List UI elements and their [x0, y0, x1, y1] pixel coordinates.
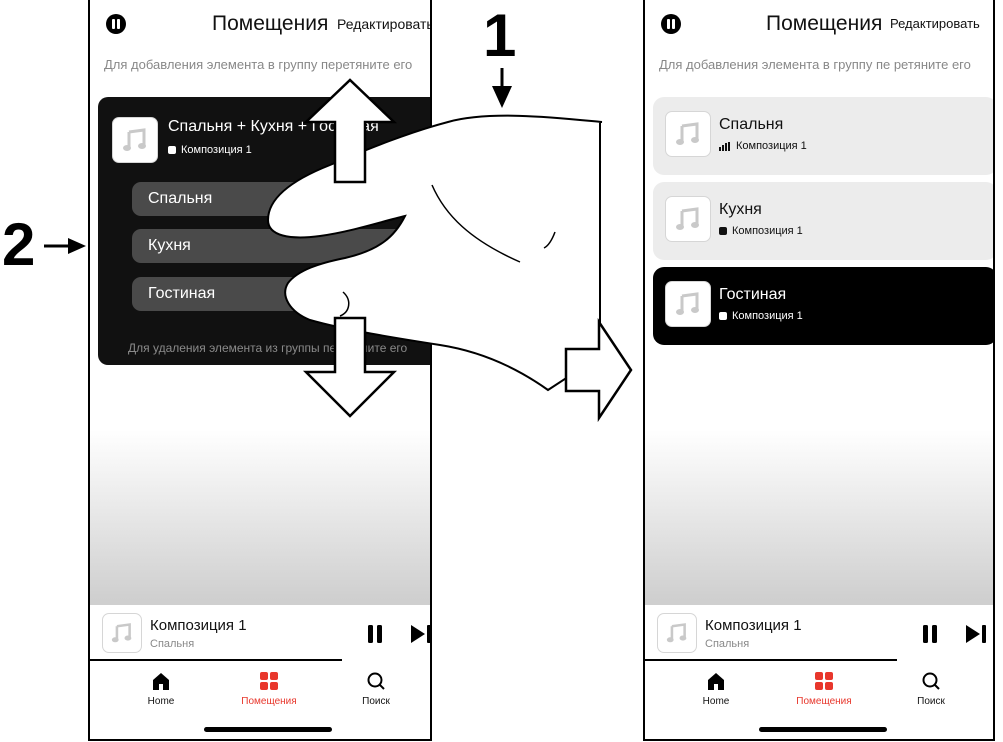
- tab-search-label: Поиск: [917, 696, 945, 707]
- tab-bar: Home Помещения Поиск: [645, 661, 993, 739]
- tab-bar: Home Помещения Поиск: [90, 661, 430, 739]
- hand-crease: [543, 231, 556, 249]
- edit-button[interactable]: Редактировать: [337, 16, 432, 32]
- edit-button[interactable]: Редактировать: [890, 16, 980, 31]
- room-status: Композиция 1: [719, 310, 803, 322]
- now-playing-bar[interactable]: Композиция 1 Спальня: [645, 605, 993, 661]
- music-note-icon: [665, 111, 711, 157]
- search-icon: [367, 672, 385, 690]
- hand-illustration: [266, 114, 603, 392]
- hand-crease: [431, 184, 521, 263]
- pause-icon[interactable]: [922, 625, 938, 643]
- tab-search[interactable]: Поиск: [336, 671, 416, 707]
- room-name: Гостиная: [719, 286, 787, 303]
- home-indicator[interactable]: [204, 727, 332, 732]
- stop-square-icon: [719, 227, 727, 235]
- step-number-2: 2: [2, 211, 36, 278]
- now-playing-room: Спальня: [150, 638, 195, 650]
- tab-rooms-label: Помещения: [796, 696, 852, 707]
- pause-icon[interactable]: [367, 625, 383, 643]
- phone-screen-before: Помещения Редактировать Для добавления э…: [88, 0, 432, 741]
- page-title: Помещения: [766, 12, 883, 35]
- home-icon: [708, 673, 724, 690]
- search-icon: [922, 672, 940, 690]
- room-track: Композиция 1: [736, 140, 807, 152]
- music-note-icon: [665, 281, 711, 327]
- result-arrow-icon: [564, 317, 633, 423]
- tab-home[interactable]: Home: [121, 671, 201, 707]
- rooms-icon: [815, 672, 833, 690]
- room-status: Композиция 1: [719, 225, 803, 237]
- stop-square-icon: [168, 146, 176, 154]
- music-note-icon: [112, 117, 158, 163]
- room-track: Композиция 1: [732, 225, 803, 237]
- room-card-bedroom[interactable]: Спальня Композиция 1: [653, 97, 993, 175]
- music-note-icon: [102, 613, 142, 653]
- drag-up-arrow-icon: [302, 78, 398, 184]
- now-playing-track: Композиция 1: [705, 617, 802, 634]
- tab-rooms[interactable]: Помещения: [229, 671, 309, 707]
- group-subtitle: Композиция 1: [168, 144, 252, 156]
- music-note-icon: [665, 196, 711, 242]
- skip-next-icon[interactable]: [966, 625, 988, 643]
- skip-next-icon[interactable]: [411, 625, 432, 643]
- page-title: Помещения: [212, 12, 329, 35]
- step1-pointer-head: [492, 86, 512, 108]
- stop-square-icon: [719, 312, 727, 320]
- tab-search-label: Поиск: [362, 696, 390, 707]
- phone-screen-after: Помещения Редактировать Для добавления э…: [643, 0, 995, 741]
- playback-progress: [90, 659, 342, 661]
- tab-rooms-label: Помещения: [241, 696, 297, 707]
- room-card-living-room[interactable]: Гостиная Композиция 1: [653, 267, 993, 345]
- tab-home[interactable]: Home: [676, 671, 756, 707]
- tab-home-label: Home: [702, 696, 730, 707]
- fingernail: [339, 291, 350, 317]
- tab-search[interactable]: Поиск: [891, 671, 971, 707]
- room-track: Композиция 1: [732, 310, 803, 322]
- room-card-kitchen[interactable]: Кухня Композиция 1: [653, 182, 993, 260]
- drag-hint: Для добавления элемента в группу перетян…: [104, 57, 413, 72]
- home-icon: [153, 673, 169, 690]
- room-status: Композиция 1: [719, 140, 807, 152]
- playback-progress: [645, 659, 897, 661]
- now-playing-track: Композиция 1: [150, 617, 247, 634]
- step2-pointer-head: [68, 238, 86, 254]
- pause-circle-icon[interactable]: [106, 14, 126, 34]
- rooms-icon: [260, 672, 278, 690]
- room-name: Кухня: [719, 201, 762, 218]
- group-card[interactable]: Спальня + Кухня + Гостиная Композиция 1 …: [98, 97, 430, 365]
- room-name: Спальня: [719, 116, 784, 133]
- step-number-1: 1: [483, 2, 517, 69]
- music-note-icon: [657, 613, 697, 653]
- equalizer-icon: [719, 141, 730, 151]
- group-track-label: Композиция 1: [181, 144, 252, 156]
- tab-home-label: Home: [147, 696, 175, 707]
- home-indicator[interactable]: [759, 727, 887, 732]
- tab-rooms[interactable]: Помещения: [784, 671, 864, 707]
- now-playing-bar[interactable]: Композиция 1 Спальня: [90, 605, 430, 661]
- pause-circle-icon[interactable]: [661, 14, 681, 34]
- now-playing-room: Спальня: [705, 638, 750, 650]
- drag-down-arrow-icon: [302, 316, 398, 418]
- drag-hint: Для добавления элемента в группу пе ретя…: [659, 57, 971, 72]
